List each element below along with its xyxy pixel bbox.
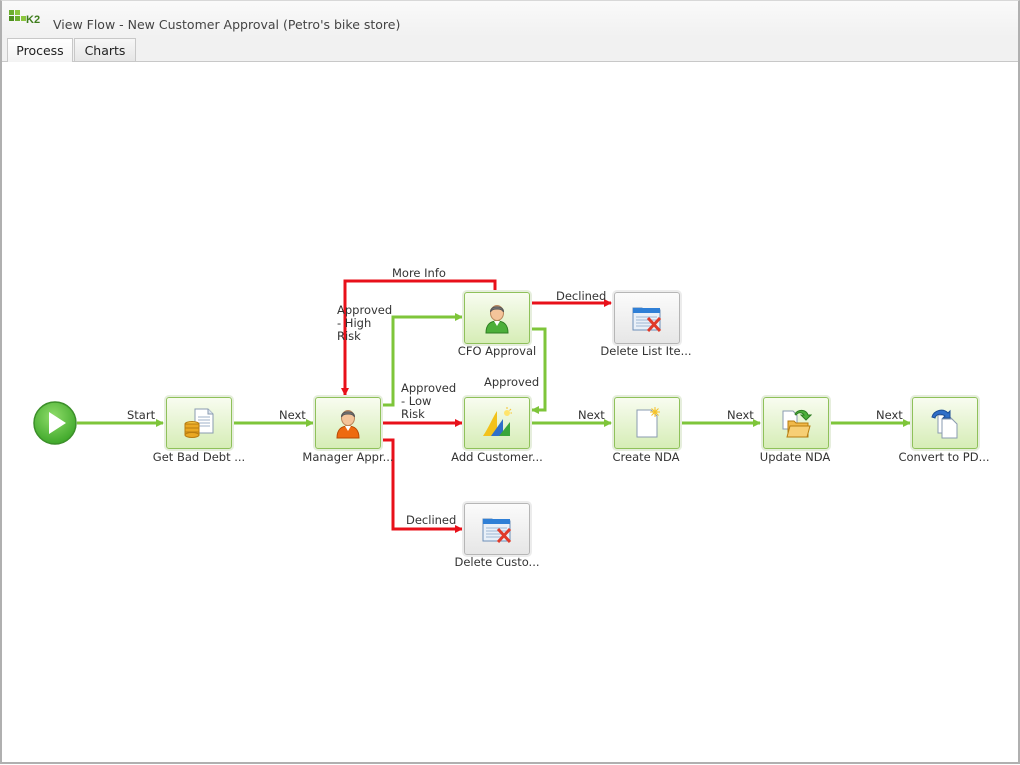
node-get-bad-debt[interactable] (166, 397, 232, 449)
node-label-update-nda: Update NDA (759, 450, 831, 464)
dynamics-crm-icon (483, 407, 512, 436)
label-line: - Low (401, 394, 432, 408)
node-label-delete-list-item: Delete List Ite... (600, 344, 692, 358)
node-update-nda[interactable] (763, 397, 829, 449)
document-database-icon (184, 408, 214, 438)
tab-process[interactable]: Process (7, 38, 73, 62)
edge-label-declined-manager: Declined (406, 513, 457, 527)
k2-logo-icon: K2 (9, 10, 40, 26)
tab-bar: Process Charts (2, 37, 1018, 62)
node-convert-to-pdf[interactable] (912, 397, 978, 449)
delete-list-icon (482, 518, 512, 544)
edge-more-info[interactable] (341, 279, 497, 396)
edge-label-next: Next (279, 408, 306, 422)
label-line: Risk (337, 329, 361, 343)
node-label-create-nda: Create NDA (612, 450, 680, 464)
label-line: Risk (401, 407, 425, 421)
edge-approved-high-risk[interactable] (381, 313, 463, 407)
delete-list-icon (632, 307, 662, 333)
node-delete-list-item[interactable] (614, 292, 680, 344)
label-line: Approved (401, 381, 457, 395)
edge-label-approved-low-risk: Approved - Low Risk (401, 382, 456, 421)
new-document-icon (636, 407, 660, 438)
edge-label-more-info: More Info (392, 266, 446, 280)
convert-document-icon (931, 409, 958, 439)
edge-approved-cfo[interactable] (530, 327, 547, 414)
node-cfo-approval[interactable] (464, 292, 530, 344)
process-canvas: Start Next Approved - High Risk Approved… (2, 62, 1018, 762)
tab-charts[interactable]: Charts (74, 38, 136, 61)
edge-label-declined-cfo: Declined (556, 289, 607, 303)
edge-label-next: Next (727, 408, 754, 422)
title-bar: K2 View Flow - New Customer Approval (Pe… (2, 1, 1018, 37)
node-label-add-customer: Add Customer... (451, 450, 543, 464)
node-label-cfo-approval: CFO Approval (457, 344, 537, 358)
node-label-convert-to-pdf: Convert to PD... (898, 450, 990, 464)
node-delete-customer[interactable] (464, 503, 530, 555)
node-label-get-bad-debt: Get Bad Debt ... (152, 450, 246, 464)
label-line: Approved (337, 303, 393, 317)
user-orange-icon (336, 410, 360, 439)
edge-label-approved-high-risk: Approved - High Risk (337, 304, 392, 343)
logo-text: K2 (26, 14, 40, 26)
edge-label-approved-cfo: Approved (484, 375, 540, 389)
user-green-icon (485, 305, 509, 334)
node-manager-approval[interactable] (315, 397, 381, 449)
label-line: - High (337, 316, 372, 330)
node-add-customer[interactable] (464, 397, 530, 449)
update-folder-icon (782, 409, 812, 438)
start-node-play-icon[interactable] (33, 401, 77, 445)
node-label-delete-customer: Delete Custo... (454, 555, 540, 569)
window-title: View Flow - New Customer Approval (Petro… (53, 17, 401, 32)
edge-label-start: Start (127, 408, 156, 422)
flow-connections (77, 279, 911, 533)
node-create-nda[interactable] (614, 397, 680, 449)
edge-label-next: Next (876, 408, 903, 422)
edge-declined-manager[interactable] (381, 438, 463, 533)
node-label-manager-approval: Manager Appr... (302, 450, 394, 464)
edge-label-next: Next (578, 408, 605, 422)
